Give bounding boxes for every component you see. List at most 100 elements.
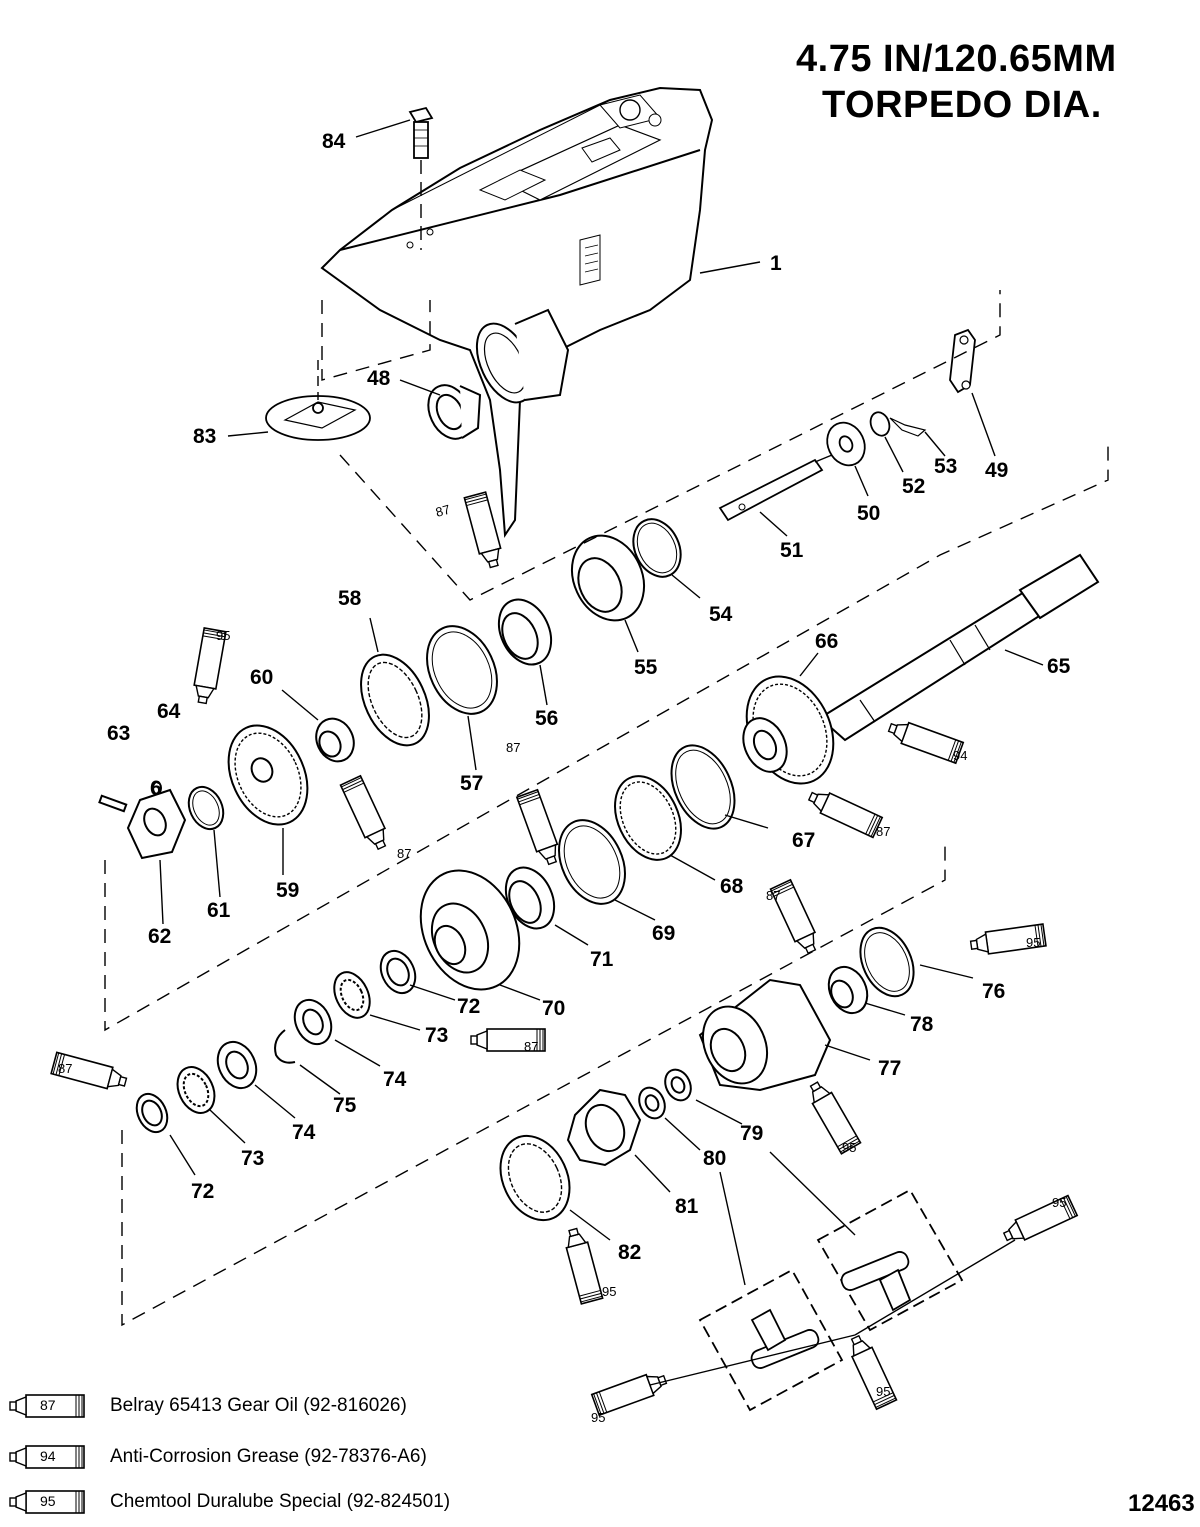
torpedo-bore <box>475 308 570 404</box>
diagram-title-line-1: 4.75 IN/120.65MM <box>796 38 1117 80</box>
callout-65: 65 <box>1047 655 1071 678</box>
callout-83: 83 <box>193 425 216 448</box>
tube-87-label: 87 <box>524 1039 538 1054</box>
callout-70: 70 <box>542 997 565 1020</box>
callout-78: 78 <box>910 1013 934 1036</box>
callout-leader-lines <box>159 119 1044 1386</box>
lubricant-tube-87: 87 <box>506 740 564 868</box>
tube-95-label: 95 <box>1052 1195 1066 1210</box>
lubricant-tube-95: 95 <box>561 1225 616 1305</box>
callout-51: 51 <box>780 539 804 562</box>
callout-64: 64 <box>157 700 181 723</box>
legend-row-anti-corrosion-grease: 94 Anti-Corrosion Grease (92-78376-A6) <box>6 1444 427 1470</box>
lubricant-tube-87: 87 <box>805 785 890 839</box>
anode-plate <box>265 360 371 441</box>
bearing-race-group <box>426 518 682 715</box>
legend-text: Anti-Corrosion Grease (92-78376-A6) <box>110 1446 427 1467</box>
tube-87-label: 87 <box>506 740 520 755</box>
callout-54: 54 <box>709 603 733 626</box>
lubricant-tube-95: 95 <box>803 1077 862 1155</box>
callout-63: 63 <box>107 722 130 745</box>
lubricant-tube-87: 87 <box>339 774 411 861</box>
pinion-bearing-group <box>98 653 430 860</box>
callout-73: 73 <box>425 1024 448 1047</box>
propeller-shaft <box>818 553 1100 742</box>
callout-49: 49 <box>985 459 1008 482</box>
callout-58: 58 <box>338 587 362 610</box>
callout-79: 79 <box>740 1122 763 1145</box>
tube-95-label: 95 <box>876 1384 890 1399</box>
forward-gear <box>742 675 835 785</box>
lubricant-tube-95: 95 <box>968 923 1047 957</box>
tube-87-label: 87 <box>58 1061 72 1076</box>
tube-87-label: 87 <box>876 824 890 839</box>
callout-74: 74 <box>292 1121 316 1144</box>
callout-53: 53 <box>934 455 957 478</box>
callout-76: 76 <box>982 980 1005 1003</box>
legend-text: Chemtool Duralube Special (92-824501) <box>110 1491 451 1512</box>
figure-number: 12463 <box>1128 1490 1195 1517</box>
installation-tool-insets <box>698 1188 964 1412</box>
seal-carrier <box>427 384 482 440</box>
callout-82: 82 <box>618 1241 641 1264</box>
tube-95-label: 95 <box>216 628 230 643</box>
tube-87-label: 87 <box>397 846 411 861</box>
legend-text: Belray 65413 Gear Oil (92-816026) <box>110 1395 407 1416</box>
lubricant-tube-87: 87 <box>50 1051 130 1094</box>
legend-code: 87 <box>40 1397 56 1413</box>
callout-68: 68 <box>720 875 744 898</box>
tube-94-label: 94 <box>953 748 967 763</box>
lubricant-tube-95: 95 <box>190 627 230 706</box>
callout-71: 71 <box>590 948 614 971</box>
callout-75: 75 <box>333 1094 357 1117</box>
callout-72: 72 <box>191 1180 214 1203</box>
callout-69: 69 <box>652 922 675 945</box>
tube-95-label: 95 <box>842 1140 856 1155</box>
callout-57: 57 <box>460 772 483 795</box>
diagram-title-line-2: TORPEDO DIA. <box>822 84 1102 126</box>
lubricant-tube-87: 87 <box>766 878 823 957</box>
callout-numbers: 84 1 48 83 49 53 52 50 51 54 55 58 56 66… <box>107 130 1071 1264</box>
callout-74: 74 <box>383 1068 407 1091</box>
callout-80: 80 <box>703 1147 726 1170</box>
lower-bearing-stack <box>135 949 417 1134</box>
legend-code: 94 <box>40 1448 56 1464</box>
gear-housing <box>320 86 714 538</box>
callout-81: 81 <box>675 1195 699 1218</box>
lubricant-tube-87: 87 <box>470 1028 546 1054</box>
legend-code: 95 <box>40 1493 56 1509</box>
lubricant-tube-87: 87 <box>434 491 506 571</box>
legend-row-gear-oil: 87 Belray 65413 Gear Oil (92-816026) <box>6 1393 407 1419</box>
callout-6: 6 <box>150 777 162 800</box>
callout-66: 66 <box>815 630 838 653</box>
callout-55: 55 <box>634 656 658 679</box>
callout-60: 60 <box>250 666 273 689</box>
reverse-gear-group <box>419 744 736 991</box>
callout-59: 59 <box>276 879 299 902</box>
callout-73: 73 <box>241 1147 264 1170</box>
callout-48: 48 <box>367 367 391 390</box>
bolt <box>408 106 434 250</box>
lubricant-tube-94: 94 <box>885 716 967 764</box>
lubricant-tube-95: 95 <box>1000 1194 1079 1248</box>
callout-67: 67 <box>792 829 815 852</box>
tube-95-label: 95 <box>1026 935 1040 950</box>
tube-87-label: 87 <box>434 502 452 520</box>
tube-95-label: 95 <box>591 1410 605 1425</box>
callout-77: 77 <box>878 1057 901 1080</box>
tube-95-label: 95 <box>602 1284 616 1299</box>
lubricant-tube-95: 95 <box>590 1368 670 1425</box>
tube-87-label: 87 <box>766 888 780 903</box>
legend-row-chemtool: 95 Chemtool Duralube Special (92-824501) <box>6 1489 450 1515</box>
callout-52: 52 <box>902 475 925 498</box>
lubricant-tube-95: 95 <box>844 1332 898 1411</box>
callout-50: 50 <box>857 502 880 525</box>
bearing-carrier <box>499 926 915 1222</box>
callout-84: 84 <box>322 130 346 153</box>
callout-56: 56 <box>535 707 558 730</box>
shift-linkage-parts <box>718 328 976 522</box>
callout-1: 1 <box>770 252 782 275</box>
callout-62: 62 <box>148 925 171 948</box>
assembly-guide-lines <box>104 290 1109 1327</box>
